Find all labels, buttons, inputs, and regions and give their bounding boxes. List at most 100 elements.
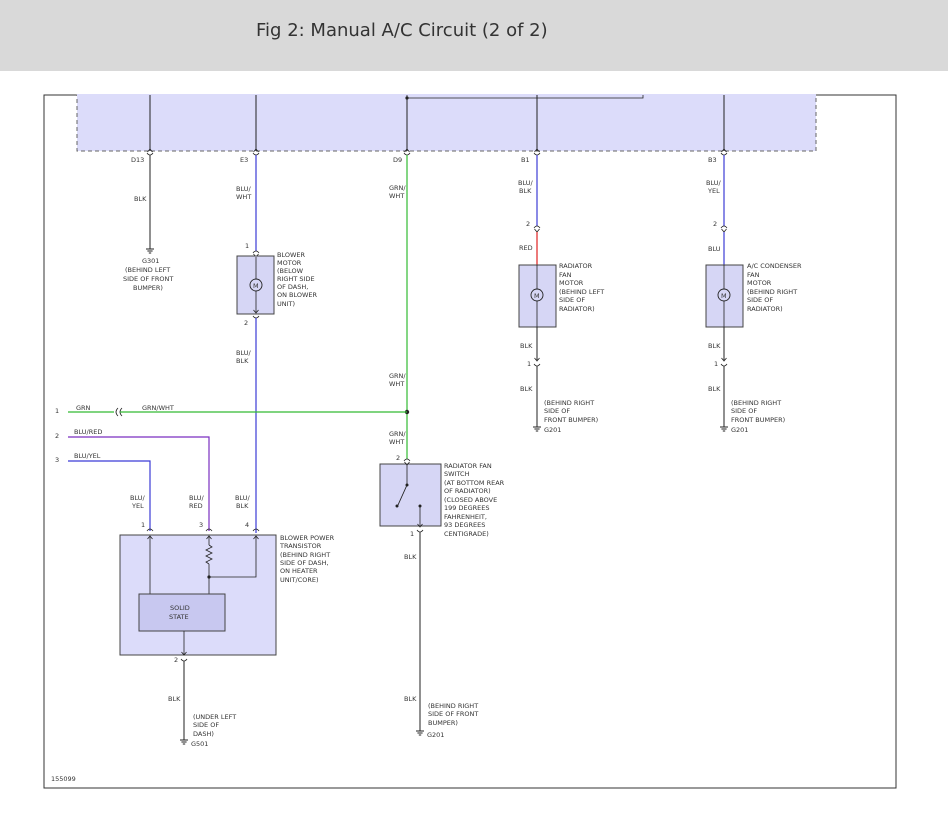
ground-g501-note-3: DASH) [193,730,214,738]
ground-g501-note-2: SIDE OF [193,721,219,729]
rfs-label-9: CENTIGRADE) [444,530,489,538]
rfm-label-4: (BEHIND LEFT [559,288,604,296]
ground-rfs-note-3: BUMPER) [428,719,458,727]
bpt-label-5: ON HEATER [280,567,318,575]
blower-motor-label-3: (BELOW [277,267,304,275]
bpt-pin3-wire-2: RED [189,502,203,510]
ground-acm-note-2: SIDE OF [731,407,757,415]
rfs-label-4: OF RADIATOR) [444,487,491,495]
acm-pin-top: 2 [713,220,717,228]
blower-motor-label-1: BLOWER [277,251,305,259]
input-2-wire-label: BLU/RED [74,428,102,436]
wire-rfm-in-label: RED [519,244,533,252]
ground-g301-note-1: (BEHIND LEFT [125,266,170,274]
ground-rfs-note-1: (BEHIND RIGHT [428,702,478,710]
wire-d9-mid-label-2: WHT [389,380,404,388]
bpt-label-1: BLOWER POWER [280,534,335,542]
input-1-wire2-label: GRN/WHT [142,404,174,412]
blower-motor-symbol: M [253,282,259,290]
acm-symbol: M [721,292,727,300]
acm-pin-bottom: 1 [714,360,718,368]
ground-symbol-icon [415,730,425,736]
acm-label-3: MOTOR [747,279,772,287]
acm-label-4: (BEHIND RIGHT [747,288,797,296]
blower-motor-label-2: MOTOR [277,259,302,267]
wire-d9-label-2: WHT [389,192,404,200]
wire-bpt-label: BLK [168,695,181,703]
wire-d9-low-label-1: GRN/ [389,430,406,438]
control-module-box [76,94,817,152]
wire-acm-in-label: BLU [708,245,721,253]
ground-symbol-icon [145,248,155,254]
solid-state-label-1: SOLID [170,604,190,612]
ground-rfm-note-1: (BEHIND RIGHT [544,399,594,407]
input-1-wire-label: GRN [76,404,91,412]
blower-motor-label-6: ON BLOWER [277,291,318,299]
input-pin-1: 1 [55,407,59,415]
rfm-pin-top: 2 [526,220,530,228]
ground-g501-note-1: (UNDER LEFT [193,713,236,721]
pin-b1-label: B1 [521,156,530,164]
wire-d9-label-1: GRN/ [389,184,406,192]
switch-symbol-icon [397,484,408,506]
solid-state-label-2: STATE [169,613,189,621]
pin-b3-label: B3 [708,156,717,164]
wire-b3-label-1: BLU/ [706,179,722,187]
radiator-fan-motor-box [518,264,557,328]
ground-g501-id: G501 [191,740,208,748]
bpt-label-2: TRANSISTOR [279,542,322,550]
wire-rfm-out-label-2: BLK [520,385,533,393]
figure-title: Fig 2: Manual A/C Circuit (2 of 2) [256,20,548,41]
bpt-pin1-wire-2: YEL [131,502,144,510]
wire-b1-label-2: BLK [519,187,532,195]
radiator-fan-switch-box [379,463,442,527]
blower-motor-pin-top: 1 [245,242,249,250]
rfs-label-2: SWITCH [444,470,470,478]
ground-rfs-note-2: SIDE OF FRONT [428,710,478,718]
input-pin-3: 3 [55,456,59,464]
bpt-pin3-wire-1: BLU/ [189,494,205,502]
bpt-pin-bottom: 2 [174,656,178,664]
blower-motor-label-7: UNIT) [277,300,295,308]
ground-rfm-id: G201 [544,426,561,434]
rfs-label-8: 93 DEGREES [444,521,485,529]
input-pin-2: 2 [55,432,59,440]
wire-blower-label-2: BLK [236,357,249,365]
rfs-label-7: FAHRENHEIT, [444,513,487,521]
rfm-symbol: M [534,292,540,300]
wire-acm-out-label-2: BLK [708,385,721,393]
ground-g301-note-3: BUMPER) [133,284,163,292]
ground-symbol-icon [719,426,729,432]
blower-motor-label-4: RIGHT SIDE [277,275,315,283]
figure-header: Fig 2: Manual A/C Circuit (2 of 2) [0,0,948,71]
wire-d13-label: BLK [134,195,147,203]
bpt-pin4-wire-2: BLK [236,502,249,510]
pin-e3-label: E3 [240,156,248,164]
wire-e3-label-2: WHT [236,193,251,201]
ground-acm-id: G201 [731,426,748,434]
ground-g301-id: G301 [142,257,159,265]
blower-motor-pin-bottom: 2 [244,319,248,327]
rfm-label-2: FAN [559,271,572,279]
pin-d9-label: D9 [393,156,402,164]
rfs-label-6: 199 DEGREES [444,504,489,512]
rfm-label-6: RADIATOR) [559,305,595,313]
ground-rfm-note-2: SIDE OF [544,407,570,415]
acm-label-6: RADIATOR) [747,305,783,313]
rfm-label-5: SIDE OF [559,296,585,304]
bpt-label-4: SIDE OF DASH, [280,559,329,567]
rfs-pin-top: 2 [396,454,400,462]
rfm-pin-bottom: 1 [527,360,531,368]
acm-label-2: FAN [747,271,760,279]
diagram-frame [43,94,897,789]
input-3-wire-label: BLU/YEL [74,452,101,460]
acm-label-5: SIDE OF [747,296,773,304]
ground-rfs-id: G201 [427,731,444,739]
wire-blower-label-1: BLU/ [236,349,252,357]
blower-motor-label-5: OF DASH, [277,283,308,291]
bpt-pin-3: 3 [199,521,203,529]
rfs-pin-bottom: 1 [410,530,414,538]
wire-b3-label-2: YEL [707,187,720,195]
solid-state-box [138,593,226,632]
ground-acm-note-3: FRONT BUMPER) [731,416,785,424]
